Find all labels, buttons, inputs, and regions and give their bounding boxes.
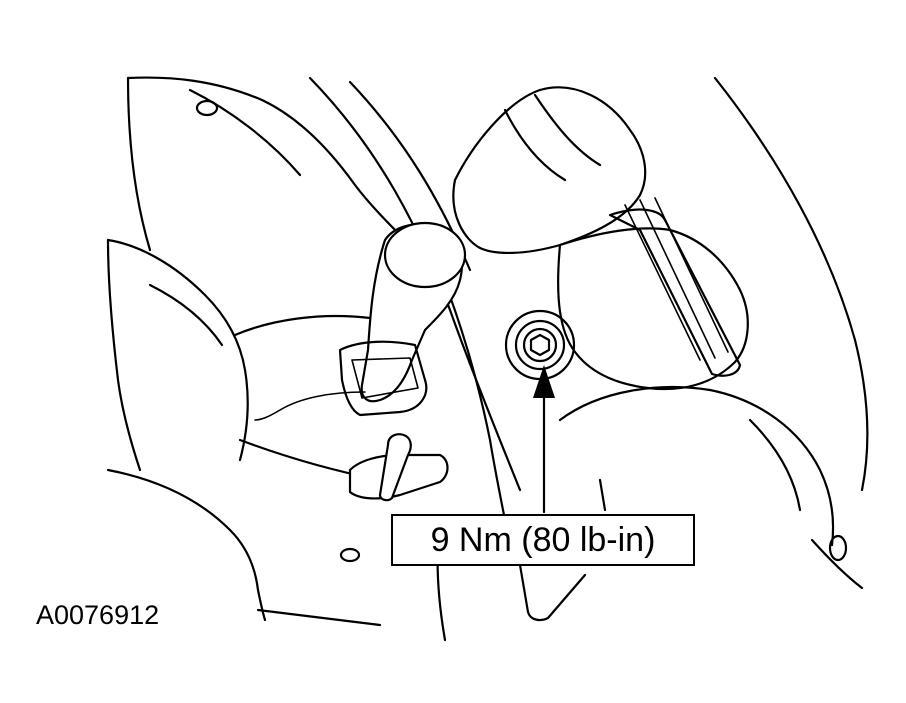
callout-arrow-head bbox=[533, 365, 555, 398]
torque-spec-text: 9 Nm (80 lb-in) bbox=[430, 520, 656, 559]
stalk-slot-inner bbox=[351, 357, 419, 399]
lower-bracket bbox=[518, 563, 587, 622]
left-lever-line bbox=[148, 283, 224, 347]
left-shroud-edge bbox=[126, 76, 152, 252]
shroud-hole-top bbox=[195, 99, 219, 117]
left-base-bottom bbox=[256, 608, 382, 627]
left-shroud-panel bbox=[126, 76, 412, 247]
wire-lead bbox=[254, 391, 366, 421]
lower-bracket-2 bbox=[598, 478, 607, 512]
bolt-hex-socket bbox=[529, 333, 551, 357]
lower-pin bbox=[378, 433, 412, 502]
column-housing bbox=[233, 314, 372, 337]
left-lever-panel bbox=[106, 238, 249, 462]
figure-id-label: A0076912 bbox=[36, 600, 160, 630]
right-outer-arc bbox=[713, 76, 869, 492]
lower-right-housing-2 bbox=[748, 418, 802, 512]
lower-right-edge bbox=[810, 538, 864, 590]
stalk-knob bbox=[383, 221, 467, 289]
lever-bar bbox=[608, 208, 742, 377]
bolt-washer bbox=[514, 319, 566, 371]
upper-right-stalk-rib bbox=[503, 108, 567, 182]
bolt-head bbox=[522, 327, 558, 363]
left-lever-lower bbox=[106, 238, 142, 472]
housing-right-side bbox=[438, 268, 507, 522]
base-hole bbox=[339, 547, 361, 563]
lower-right-housing bbox=[558, 385, 835, 547]
stalk-slot bbox=[338, 340, 428, 417]
torque-spec-callout: 9 Nm (80 lb-in) bbox=[391, 514, 695, 566]
right-lever-block bbox=[557, 227, 749, 391]
lower-right-hole bbox=[828, 534, 848, 562]
upper-right-stalk-rib-2 bbox=[533, 93, 602, 167]
left-shroud-inner bbox=[188, 88, 302, 177]
left-base-curve bbox=[106, 468, 267, 622]
